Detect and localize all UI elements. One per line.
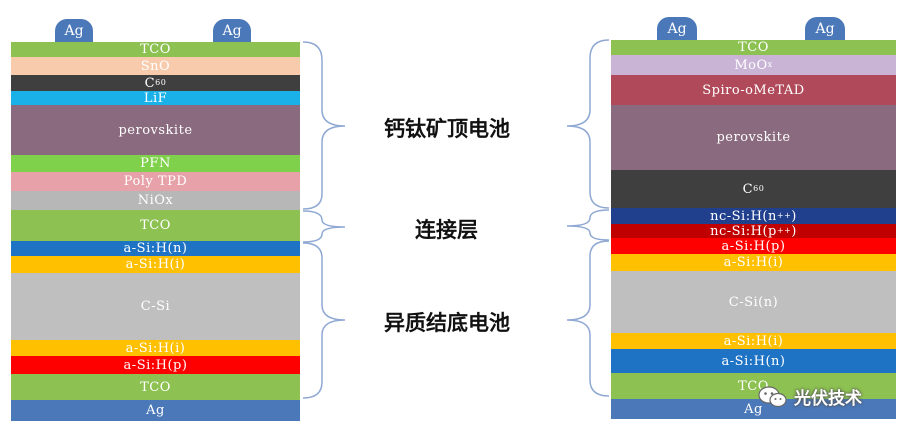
right-layer-11: a-Si:H(n) xyxy=(611,349,896,373)
left-layer-label: a-Si:H(p) xyxy=(123,357,188,373)
right-layer-label: C xyxy=(742,181,754,197)
left-layer-subscript: 60 xyxy=(155,78,167,87)
right-layer-tail: ) xyxy=(791,208,797,224)
right-brace-bottom xyxy=(566,240,610,397)
left-layer-label: TCO xyxy=(140,379,171,395)
left-layer-13: a-Si:H(p) xyxy=(11,356,300,374)
left-layer-4: perovskite xyxy=(11,105,300,155)
right-layer-2: Spiro-oMeTAD xyxy=(611,75,896,105)
right-top-contact-2: Ag xyxy=(805,17,845,41)
left-layer-label: PFN xyxy=(140,156,171,171)
right-layer-7: a-Si:H(p) xyxy=(611,238,896,254)
left-layer-label: LiF xyxy=(143,91,168,105)
left-layer-0: TCO xyxy=(11,42,300,57)
left-layer-5: PFN xyxy=(11,155,300,172)
left-layer-1: SnO xyxy=(11,57,300,75)
right-layer-label: Ag xyxy=(744,401,763,417)
right-layer-label: C-Si(n) xyxy=(728,294,779,310)
left-layer-8: TCO xyxy=(11,210,300,241)
left-layer-3: LiF xyxy=(11,91,300,105)
right-layer-subscript: 60 xyxy=(753,184,765,193)
right-layer-13: Ag xyxy=(611,399,896,419)
right-layer-10: a-Si:H(i) xyxy=(611,333,896,349)
right-layer-superscript: ++ xyxy=(776,226,792,235)
left-layer-label: Ag xyxy=(146,403,165,418)
left-layer-12: a-Si:H(i) xyxy=(11,340,300,356)
watermark: 光伏技术 xyxy=(758,384,862,409)
right-layer-label: a-Si:H(n) xyxy=(721,353,786,369)
left-layer-label: a-Si:H(i) xyxy=(125,340,186,356)
right-layer-6: nc-Si:H(p++) xyxy=(611,224,896,238)
right-layer-label: nc-Si:H(p xyxy=(710,224,777,238)
label-interconnect-layer: 连接层 xyxy=(415,218,478,242)
right-layer-label: TCO xyxy=(738,40,769,55)
left-layer-label: a-Si:H(i) xyxy=(125,257,186,272)
left-top-contact-2: Ag xyxy=(213,19,251,42)
right-layer-8: a-Si:H(i) xyxy=(611,254,896,271)
left-layer-15: Ag xyxy=(11,400,300,421)
right-layer-subscript: x xyxy=(767,60,773,69)
right-layer-label: perovskite xyxy=(716,130,791,145)
left-layer-label: perovskite xyxy=(118,122,193,138)
left-layer-6: Poly TPD xyxy=(11,172,300,191)
left-layer-label: TCO xyxy=(140,218,171,233)
right-layer-tail: ) xyxy=(791,224,797,238)
wechat-icon xyxy=(758,385,787,407)
left-top-contact-1: Ag xyxy=(55,19,93,42)
left-layer-label: Poly TPD xyxy=(123,174,188,189)
right-layer-superscript: ++ xyxy=(776,211,792,220)
right-layer-label: nc-Si:H(n xyxy=(710,208,777,224)
left-layer-label: NiOx xyxy=(137,193,174,208)
left-layer-label: C xyxy=(144,75,156,91)
right-layer-label: MoO xyxy=(734,57,768,73)
right-top-contact-1: Ag xyxy=(657,17,697,41)
right-layer-label: a-Si:H(i) xyxy=(723,255,784,270)
watermark-text: 光伏技术 xyxy=(794,389,862,409)
left-layer-label: SnO xyxy=(140,58,171,74)
right-layer-label: Spiro-oMeTAD xyxy=(702,82,805,98)
right-layer-5: nc-Si:H(n++) xyxy=(611,208,896,224)
right-layer-12: TCO xyxy=(611,373,896,399)
right-layer-9: C-Si(n) xyxy=(611,271,896,333)
left-layer-label: TCO xyxy=(140,42,171,57)
right-layer-0: TCO xyxy=(611,40,896,55)
left-brace-bottom xyxy=(302,242,346,399)
left-layer-label: C-Si xyxy=(140,299,171,314)
left-layer-14: TCO xyxy=(11,374,300,400)
right-brace-middle xyxy=(566,209,610,241)
left-layer-9: a-Si:H(n) xyxy=(11,241,300,256)
left-layer-7: NiOx xyxy=(11,191,300,210)
left-layer-label: a-Si:H(n) xyxy=(123,241,188,256)
right-brace-top xyxy=(566,39,610,209)
left-layer-11: C-Si xyxy=(11,273,300,340)
left-brace-top xyxy=(302,41,346,210)
left-layer-10: a-Si:H(i) xyxy=(11,256,300,273)
right-layer-label: a-Si:H(p) xyxy=(721,238,786,254)
label-heterojunction-bottom-cell: 异质结底电池 xyxy=(384,311,510,335)
label-perovskite-top-cell: 钙钛矿顶电池 xyxy=(384,117,510,141)
right-layer-3: perovskite xyxy=(611,105,896,170)
left-brace-middle xyxy=(302,210,346,243)
right-layer-label: a-Si:H(i) xyxy=(723,333,784,349)
